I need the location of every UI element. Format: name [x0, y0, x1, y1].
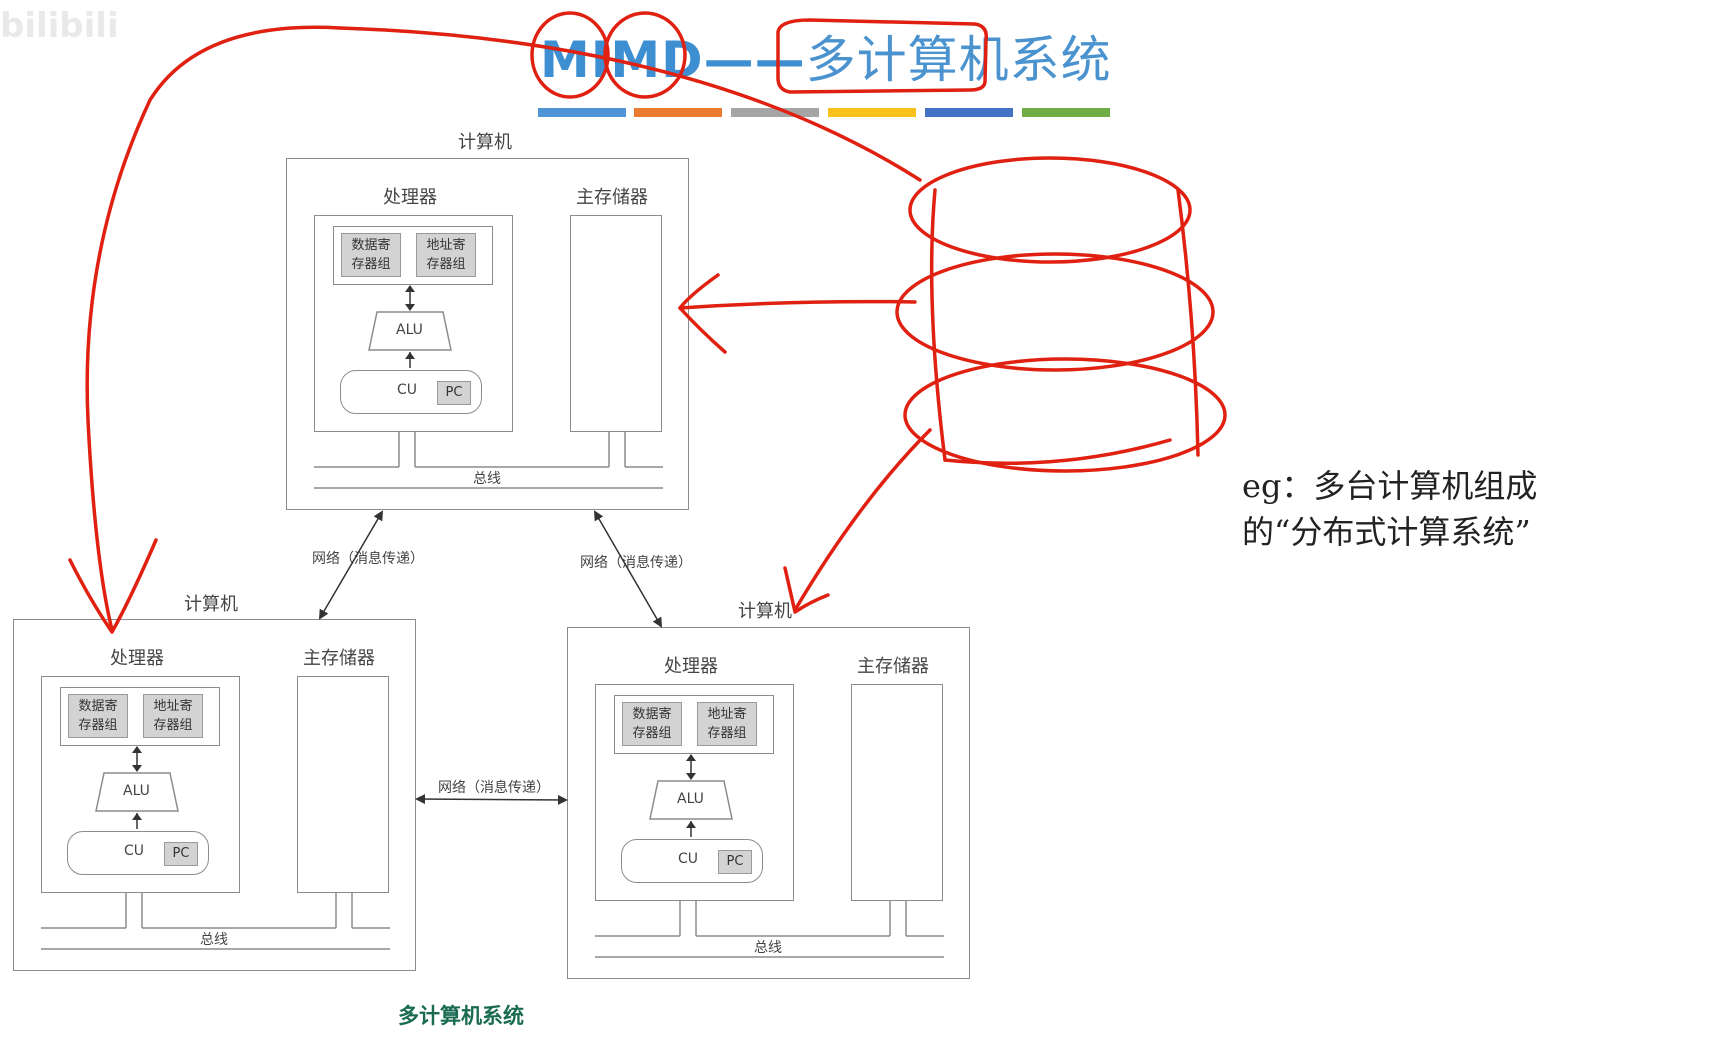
arrow-to-right-computer: [793, 428, 932, 612]
computer-2-processor-label: 处理器: [110, 648, 164, 669]
example-note-line2: 的“分布式计算系统”: [1242, 513, 1531, 551]
computer-3-pc: PC: [718, 850, 752, 874]
computer-1-processor: 数据寄 存器组 地址寄 存器组 ALU CU PC: [314, 215, 513, 432]
title-prefix: MIMD——: [540, 31, 806, 89]
addr-reg-line2: 存器组: [426, 257, 466, 272]
data-reg-line1: 数据寄: [632, 707, 672, 722]
computer-3-bus-label: 总线: [754, 940, 782, 956]
example-note: eg：多台计算机组成 的“分布式计算系统”: [1242, 463, 1537, 555]
addr-reg-line1: 地址寄: [153, 699, 193, 714]
computer-3-processor: 数据寄 存器组 地址寄 存器组 ALU CU PC: [595, 684, 794, 901]
computer-2-cu-label: CU: [124, 843, 145, 859]
data-reg-line2: 存器组: [632, 726, 672, 741]
computer-3-register-group: 数据寄 存器组 地址寄 存器组: [614, 695, 774, 754]
computer-1-title: 计算机: [458, 132, 512, 153]
computer-1-alu: ALU: [396, 322, 423, 338]
data-reg-line1: 数据寄: [78, 699, 118, 714]
computer-1-memory-label: 主存储器: [576, 187, 648, 208]
data-reg-line2: 存器组: [351, 257, 391, 272]
arrow-to-top-memory: [678, 299, 917, 310]
title-colorbar-3: [731, 108, 819, 117]
computer-2-cu: CU PC: [67, 831, 209, 875]
title-colorbar-5: [925, 108, 1013, 117]
title-colorbar-1: [538, 108, 626, 117]
computer-1-cu-label: CU: [397, 382, 418, 398]
computer-1-bus-label: 总线: [473, 471, 501, 487]
network-label-bottom: 网络（消息传递）: [438, 780, 550, 796]
computer-3-memory-label: 主存储器: [857, 656, 929, 677]
computer-3-bus: [595, 901, 944, 958]
computer-1-pc: PC: [437, 381, 471, 405]
computer-1-bus: [314, 432, 663, 489]
computer-1-memory: [570, 215, 662, 432]
addr-reg-line1: 地址寄: [426, 238, 466, 253]
title-main: 多计算机系统: [805, 31, 1112, 89]
computer-3-cu-label: CU: [678, 851, 699, 867]
computer-2-bus: [41, 893, 390, 950]
title-colorbar-2: [634, 108, 722, 117]
slide-title: MIMD——多计算机系统: [540, 20, 1112, 92]
computer-3-alu: ALU: [677, 791, 704, 807]
computer-3-processor-label: 处理器: [664, 656, 718, 677]
computer-2-memory-label: 主存储器: [303, 648, 375, 669]
cylinder-bottom: [903, 357, 1227, 473]
computer-2-alu: ALU: [123, 783, 150, 799]
network-label-top-right: 网络（消息传递）: [580, 555, 692, 571]
computer-1-data-registers: 数据寄 存器组: [341, 233, 401, 277]
computer-2-pc: PC: [164, 842, 198, 866]
computer-2-box: 处理器 主存储器 数据寄 存器组 地址寄 存器组 ALU CU PC: [13, 619, 416, 971]
title-colorbar-4: [828, 108, 916, 117]
computer-3-memory: [851, 684, 943, 901]
computer-3-box: 处理器 主存储器 数据寄 存器组 地址寄 存器组 ALU CU PC: [567, 627, 970, 979]
computer-2-title: 计算机: [184, 594, 238, 615]
example-note-line1: eg：多台计算机组成: [1242, 467, 1538, 505]
computer-1-address-registers: 地址寄 存器组: [416, 233, 476, 277]
bilibili-watermark: bilibili: [0, 6, 119, 46]
network-label-top-left: 网络（消息传递）: [312, 551, 424, 567]
addr-reg-line2: 存器组: [153, 718, 193, 733]
computer-3-data-registers: 数据寄 存器组: [622, 702, 682, 746]
computer-3-cu: CU PC: [621, 839, 763, 883]
computer-2-memory: [297, 676, 389, 893]
addr-reg-line2: 存器组: [707, 726, 747, 741]
cylinder-middle: [895, 252, 1215, 372]
computer-2-address-registers: 地址寄 存器组: [143, 694, 203, 738]
computer-2-processor: 数据寄 存器组 地址寄 存器组 ALU CU PC: [41, 676, 240, 893]
computer-3-alu-shape: [649, 754, 733, 837]
title-colorbar-6: [1022, 108, 1110, 117]
data-reg-line2: 存器组: [78, 718, 118, 733]
computer-3-address-registers: 地址寄 存器组: [697, 702, 757, 746]
data-reg-line1: 数据寄: [351, 238, 391, 253]
computer-1-processor-label: 处理器: [383, 187, 437, 208]
computer-1-box: 处理器 主存储器 数据寄 存器组 地址寄 存器组 ALU CU PC: [286, 158, 689, 510]
computer-2-data-registers: 数据寄 存器组: [68, 694, 128, 738]
cylinder-top: [908, 156, 1192, 264]
computer-3-title: 计算机: [738, 601, 792, 622]
computer-1-alu-shape: [368, 285, 452, 368]
diagram-caption: 多计算机系统: [398, 1004, 524, 1028]
addr-reg-line1: 地址寄: [707, 707, 747, 722]
computer-1-register-group: 数据寄 存器组 地址寄 存器组: [333, 226, 493, 285]
computer-2-bus-label: 总线: [200, 932, 228, 948]
computer-2-register-group: 数据寄 存器组 地址寄 存器组: [60, 687, 220, 746]
computer-2-alu-shape: [95, 746, 179, 829]
